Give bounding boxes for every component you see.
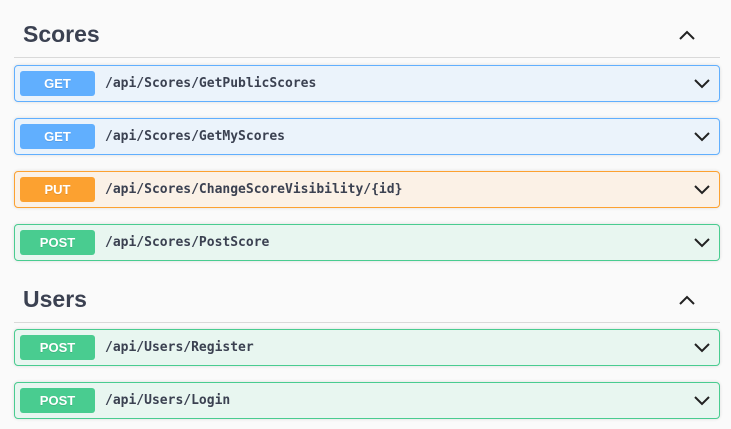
operation-path: /api/Scores/GetPublicScores [105, 76, 317, 91]
operation-get-public-scores[interactable]: GET /api/Scores/GetPublicScores [14, 65, 720, 102]
method-badge: POST [20, 388, 95, 413]
expand-operation-button[interactable] [690, 125, 714, 149]
operation-post-register[interactable]: POST /api/Users/Register [14, 329, 720, 366]
operation-path: /api/Users/Register [105, 340, 254, 355]
operation-path: /api/Users/Login [105, 393, 231, 408]
operation-path: /api/Scores/ChangeScoreVisibility/{id} [105, 182, 403, 197]
chevron-down-icon [694, 131, 710, 141]
method-badge: GET [20, 71, 95, 96]
operation-get-my-scores[interactable]: GET /api/Scores/GetMyScores [14, 118, 720, 155]
method-badge: POST [20, 335, 95, 360]
section-title: Users [23, 286, 87, 312]
chevron-down-icon [694, 78, 710, 88]
chevron-down-icon [694, 237, 710, 247]
chevron-down-icon [694, 342, 710, 352]
expand-operation-button[interactable] [690, 336, 714, 360]
chevron-up-icon [679, 30, 695, 40]
expand-operation-button[interactable] [690, 72, 714, 96]
operation-post-score[interactable]: POST /api/Scores/PostScore [14, 224, 720, 261]
method-badge: POST [20, 230, 95, 255]
chevron-down-icon [694, 395, 710, 405]
section-title: Scores [23, 21, 100, 47]
collapse-section-button[interactable] [672, 20, 702, 50]
operation-path: /api/Scores/GetMyScores [105, 129, 286, 144]
section-header-users[interactable]: Users [14, 277, 720, 323]
collapse-section-button[interactable] [672, 285, 702, 315]
expand-operation-button[interactable] [690, 389, 714, 413]
chevron-up-icon [679, 295, 695, 305]
method-badge: PUT [20, 177, 95, 202]
operation-post-login[interactable]: POST /api/Users/Login [14, 382, 720, 419]
method-badge: GET [20, 124, 95, 149]
operation-path: /api/Scores/PostScore [105, 235, 270, 250]
expand-operation-button[interactable] [690, 178, 714, 202]
chevron-down-icon [694, 184, 710, 194]
section-header-scores[interactable]: Scores [14, 12, 720, 58]
expand-operation-button[interactable] [690, 231, 714, 255]
operation-put-change-score-visibility[interactable]: PUT /api/Scores/ChangeScoreVisibility/{i… [14, 171, 720, 208]
